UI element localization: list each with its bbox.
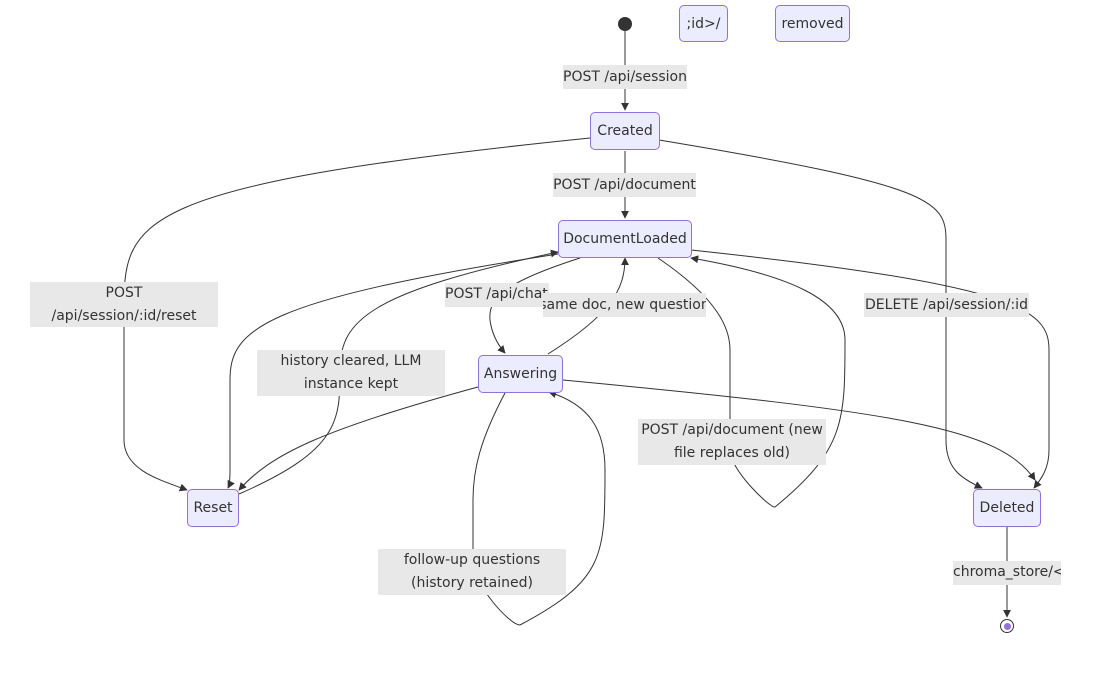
label-delete-session: DELETE /api/session/:id xyxy=(864,293,1029,317)
start-state xyxy=(618,17,632,31)
edge-created-to-deleted xyxy=(658,139,983,489)
label-post-document: POST /api/document xyxy=(553,173,696,197)
edge-answering-to-reset xyxy=(238,386,479,491)
label-chroma-store-text: chroma_store/< xyxy=(953,564,1061,580)
edge-answering-self-loop xyxy=(472,390,606,626)
end-state xyxy=(1000,619,1014,633)
state-deleted: Deleted xyxy=(973,489,1041,527)
label-followup-questions: follow-up questions (history retained) xyxy=(378,549,566,595)
label-history-cleared-line1: history cleared, LLM xyxy=(280,353,422,369)
end-state-inner xyxy=(1003,622,1011,630)
label-followup-line2: (history retained) xyxy=(411,575,533,591)
label-history-cleared: history cleared, LLM instance kept xyxy=(257,350,445,396)
label-replace-doc-line1: POST /api/document (new xyxy=(641,422,823,438)
label-followup-line1: follow-up questions xyxy=(403,552,541,568)
state-answering: Answering xyxy=(478,355,563,393)
state-reset: Reset xyxy=(187,489,239,527)
label-replace-document: POST /api/document (new file replaces ol… xyxy=(638,419,826,465)
label-replace-doc-line2: file replaces old) xyxy=(673,445,791,461)
label-post-session: POST /api/session xyxy=(563,65,687,89)
edge-created-to-reset xyxy=(123,137,591,492)
label-reset-transition: POST /api/session/:id/reset xyxy=(30,282,218,327)
state-created: Created xyxy=(590,112,660,150)
label-same-doc-text: same doc, new question xyxy=(543,296,706,313)
label-reset-line1: POST xyxy=(105,284,143,301)
label-delete-session-text: DELETE /api/session/:id xyxy=(865,296,1028,313)
label-post-chat: POST /api/chat xyxy=(445,283,549,307)
note-id-fragment: ;id>/ xyxy=(679,5,728,42)
edge-documentloaded-to-deleted xyxy=(690,249,1050,489)
edge-documentloaded-self-loop xyxy=(657,255,846,508)
edge-documentloaded-to-reset xyxy=(227,253,559,489)
label-history-cleared-line2: instance kept xyxy=(303,376,399,392)
edge-documentloaded-to-answering xyxy=(489,257,581,354)
label-post-chat-text: POST /api/chat xyxy=(445,286,548,302)
label-same-doc-new-question: same doc, new question xyxy=(543,293,706,317)
label-chroma-store: chroma_store/< xyxy=(953,561,1061,585)
note-removed: removed xyxy=(775,5,850,42)
label-post-session-text: POST /api/session xyxy=(563,68,687,85)
label-post-document-text: POST /api/document xyxy=(553,176,696,193)
label-reset-line2: /api/session/:id/reset xyxy=(51,307,197,324)
edge-answering-to-deleted xyxy=(562,379,1036,481)
state-documentloaded: DocumentLoaded xyxy=(558,220,692,258)
